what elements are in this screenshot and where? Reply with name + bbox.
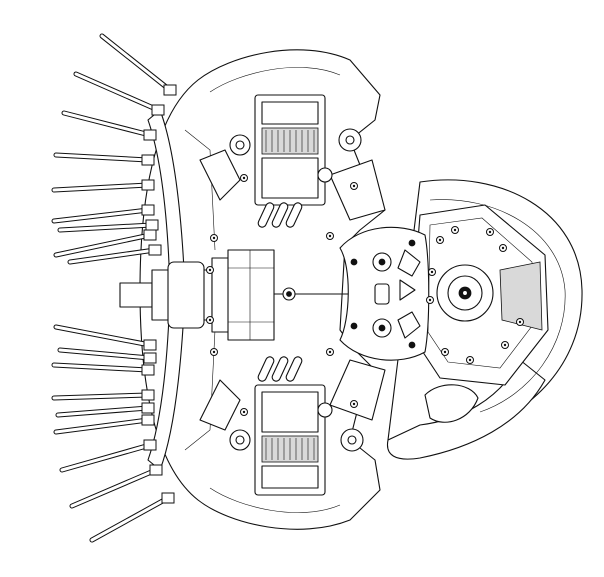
bolt-center-11 [438,238,442,242]
bolt-center-20 [430,270,434,274]
slot-group-upper [257,202,303,228]
servo-upper [229,94,362,206]
fastener-holes [206,174,524,416]
needle-lower-4 [53,414,155,435]
bolt-center-8 [352,184,356,188]
bolt-center-6 [328,350,332,354]
needle-lower-6 [69,464,163,509]
needle-upper-6 [51,204,155,224]
bolt-center-15 [518,320,522,324]
slot-group-lower [257,356,303,382]
connecting-rod [273,287,351,301]
needle-lower-8 [57,347,157,364]
bolt-center-2 [242,410,246,414]
bolt-center-16 [503,343,507,347]
needle-lower-1 [53,324,157,351]
needle-upper-7 [53,229,157,258]
bolt-center-5 [328,234,332,238]
needle-upper-2 [73,71,165,116]
needle-lower-7 [89,492,175,543]
bolt-center-1 [242,176,246,180]
bolt-center-17 [468,358,472,362]
bolt-center-10 [208,318,212,322]
needle-upper-4 [53,152,155,166]
needle-upper-5 [51,179,155,193]
needle-array-lower [51,324,175,543]
slide-carriage [119,249,275,341]
bolt-center-3 [212,236,216,240]
needle-upper-9 [67,244,162,265]
needle-lower-2 [51,362,155,376]
bolt-center-12 [453,228,457,232]
bolt-center-14 [501,246,505,250]
bolt-center-13 [488,230,492,234]
needle-lower-5 [59,439,157,473]
bolt-center-4 [212,350,216,354]
bolt-center-7 [352,402,356,406]
wrist-flange [414,204,549,386]
needle-lower-9 [55,402,155,418]
needle-upper-8 [57,219,159,233]
bolt-center-18 [443,350,447,354]
needle-array-upper [51,33,177,265]
bolt-center-19 [428,298,432,302]
servo-lower [229,384,364,496]
center-hub-plate [339,226,430,361]
bolt-center-9 [208,268,212,272]
needle-upper-1 [99,33,177,96]
needle-lower-3 [51,389,155,401]
needle-upper-3 [61,110,157,141]
